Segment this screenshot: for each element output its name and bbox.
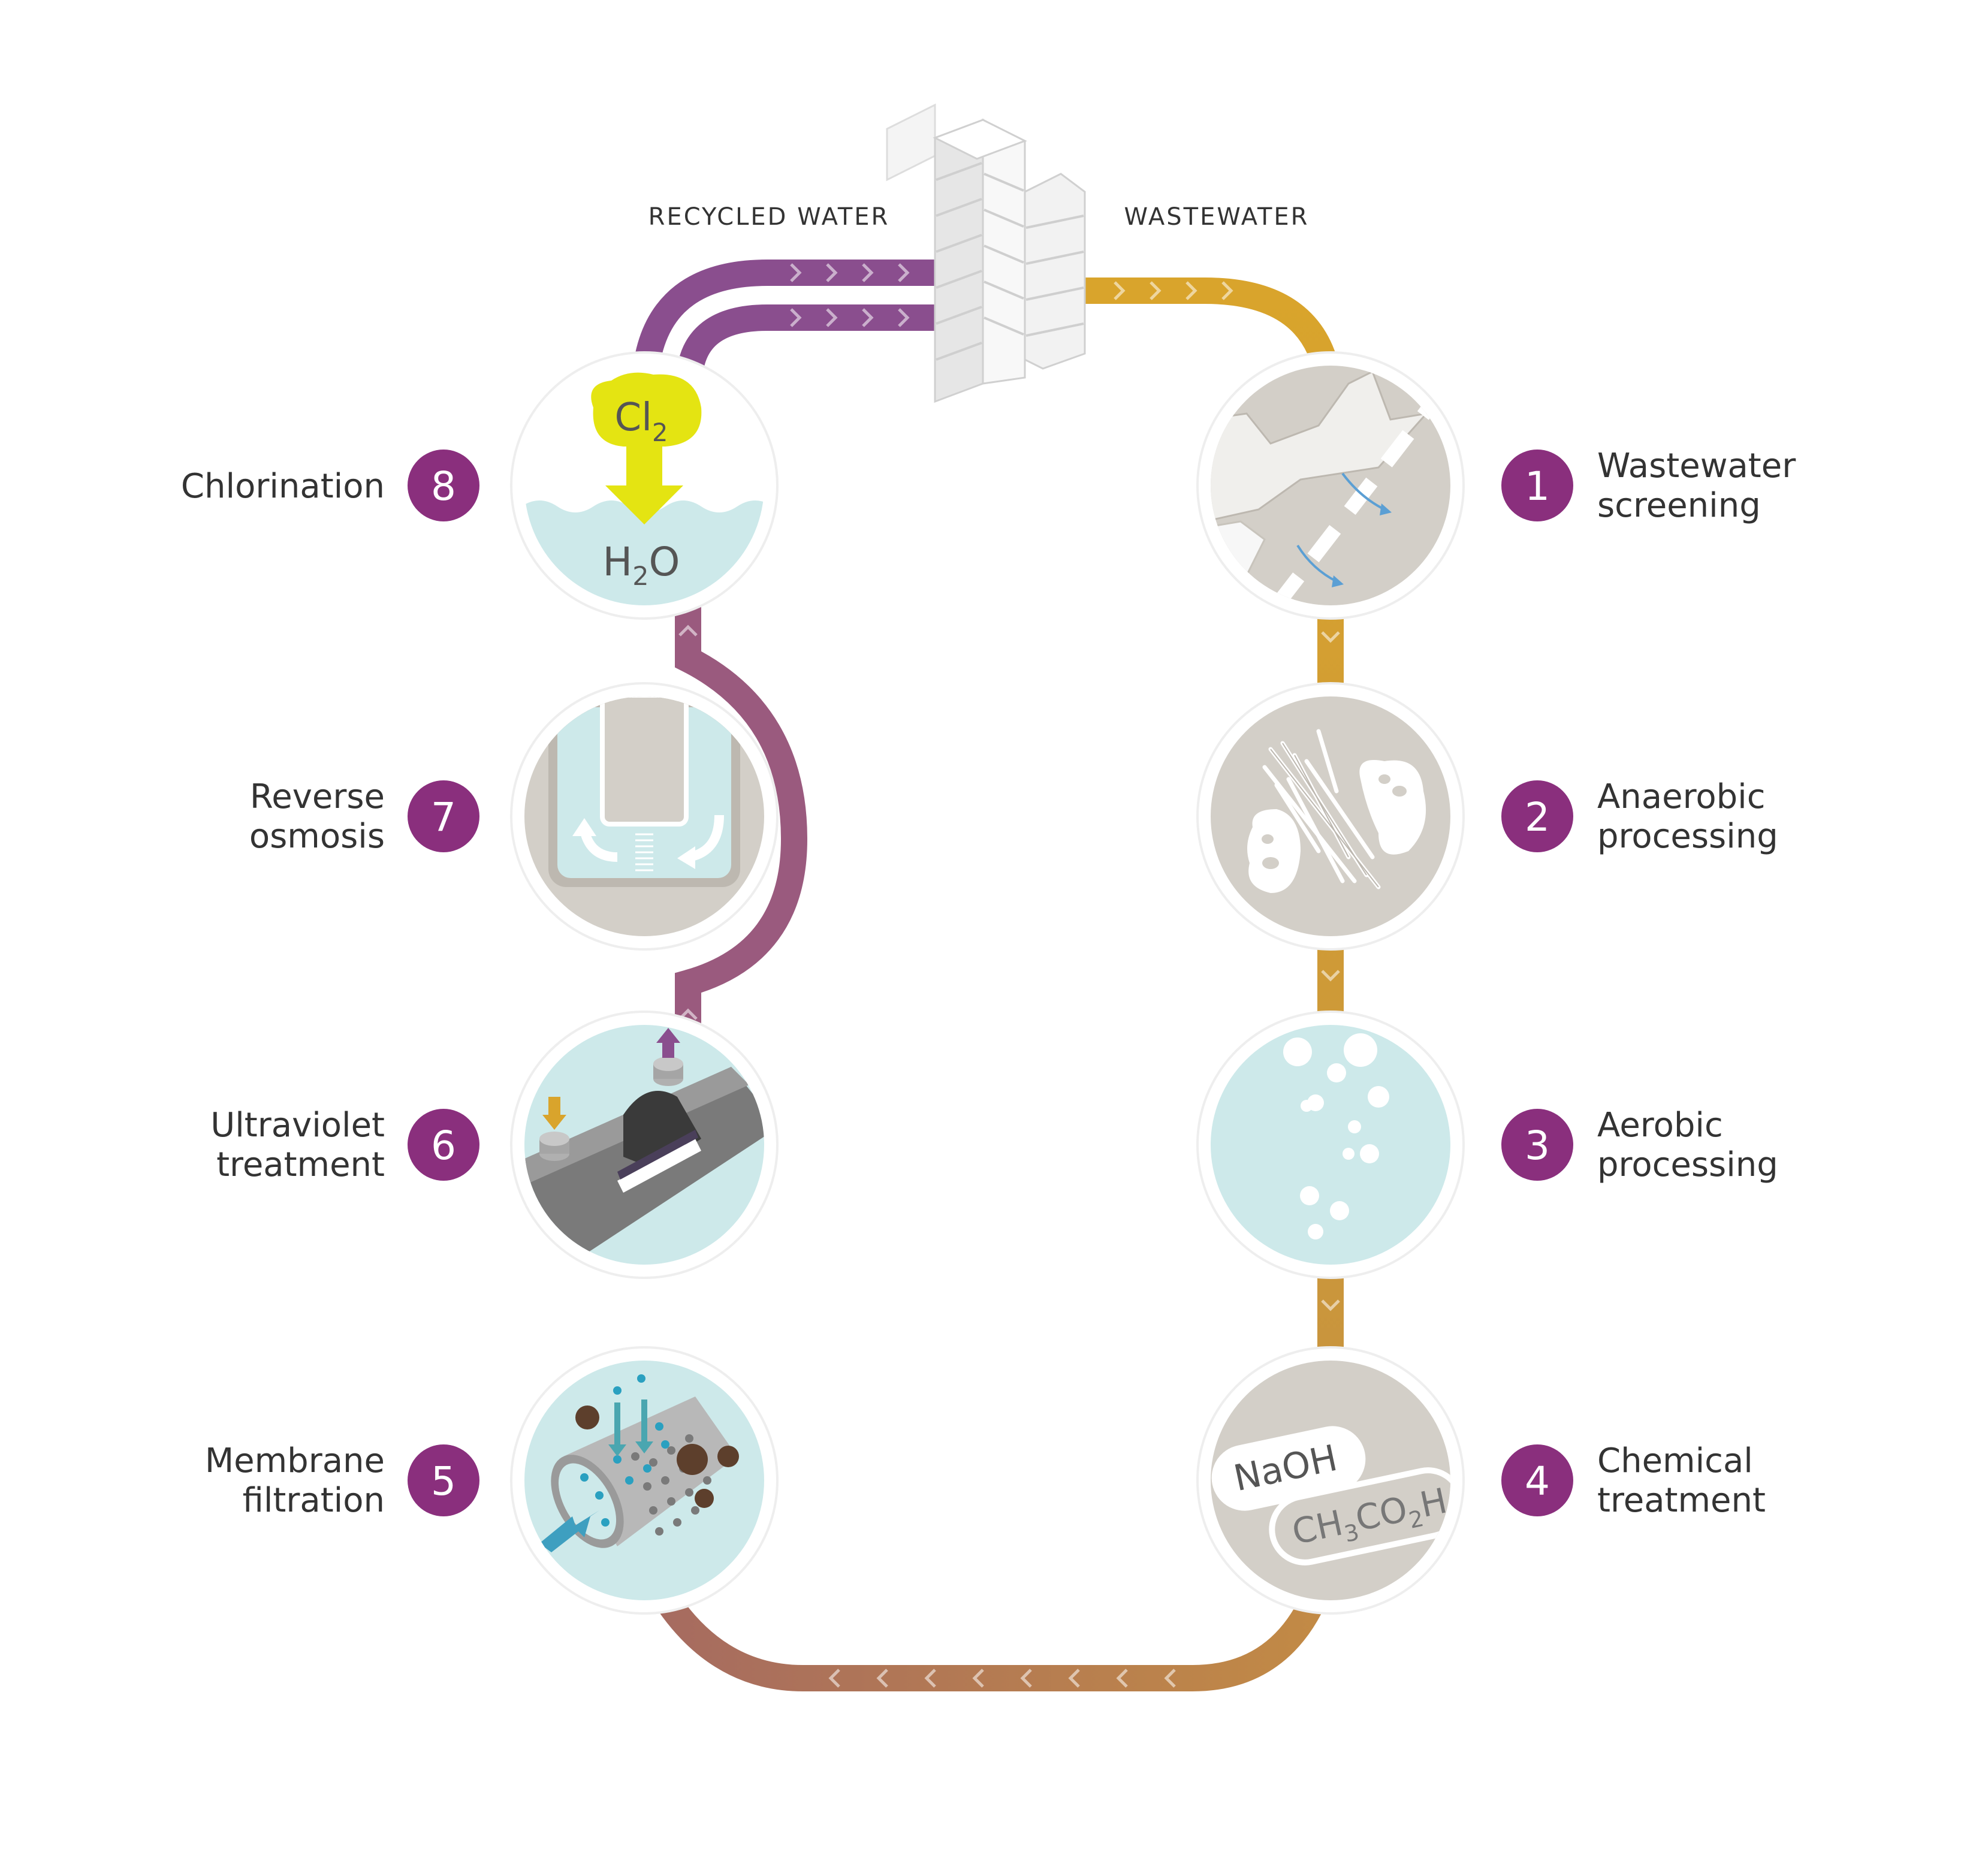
svg-text:6: 6	[431, 1123, 456, 1169]
wastewater-label: WASTEWATER	[1124, 203, 1310, 231]
step-labels-left: Chlorination Reverse osmosis Ultraviolet…	[181, 467, 385, 1520]
step-6-label-line1: Ultraviolet	[210, 1106, 385, 1145]
step-7-reverse-osmosis	[510, 682, 779, 951]
badge-4: 4	[1501, 1444, 1573, 1516]
anaerobic-illustration	[1211, 696, 1450, 936]
badge-2: 2	[1501, 780, 1573, 852]
city-building-icon	[886, 103, 1086, 403]
step-6-ultraviolet	[510, 1011, 779, 1279]
step-5-label-line2: filtration	[243, 1481, 385, 1520]
water-formula: H2O	[603, 539, 680, 592]
svg-text:8: 8	[431, 463, 456, 509]
step-3-label-line2: processing	[1597, 1145, 1778, 1184]
step-badges: 8 7 6 5 1 2 3 4	[408, 450, 1573, 1516]
badge-5: 5	[408, 1444, 479, 1516]
chlorine-formula: Cl2	[615, 396, 668, 447]
membrane-illustration	[524, 1361, 764, 1600]
step-6-label-line2: treatment	[216, 1145, 385, 1184]
step-labels-right: Wastewater screening Anaerobic processin…	[1597, 447, 1796, 1520]
step-7-label-line2: osmosis	[249, 817, 385, 856]
bottom-pipe	[648, 1581, 1331, 1691]
svg-text:1: 1	[1525, 463, 1550, 509]
step-1-wastewater-screening	[1196, 351, 1465, 620]
step-3-aerobic	[1196, 1011, 1465, 1279]
step-2-label-line1: Anaerobic	[1597, 777, 1766, 816]
step-4-label-line2: treatment	[1597, 1481, 1766, 1520]
recycled-pipe-inner	[676, 304, 935, 384]
svg-text:3: 3	[1525, 1123, 1550, 1169]
svg-text:2: 2	[1525, 794, 1550, 840]
svg-text:4: 4	[1525, 1458, 1550, 1504]
chemical-illustration	[1211, 1361, 1450, 1600]
step-2-label-line2: processing	[1597, 817, 1778, 856]
step-5-label-line1: Membrane	[205, 1441, 385, 1480]
badge-7: 7	[408, 780, 479, 852]
chlorination-illustration	[524, 366, 764, 605]
step-3-label-line1: Aerobic	[1597, 1106, 1723, 1145]
aerobic-illustration	[1211, 1025, 1450, 1265]
svg-text:5: 5	[431, 1458, 456, 1504]
badge-1: 1	[1501, 450, 1573, 521]
step-1-label-line2: screening	[1597, 486, 1761, 525]
step-8-label: Chlorination	[181, 467, 385, 506]
bypass-pipe	[675, 605, 808, 1049]
badge-6: 6	[408, 1109, 479, 1181]
ultraviolet-illustration	[524, 1025, 764, 1265]
step-4-label-line1: Chemical	[1597, 1441, 1753, 1480]
svg-text:7: 7	[431, 794, 456, 840]
badge-8: 8	[408, 450, 479, 521]
flow-chevrons	[635, 263, 1340, 1688]
step-4-chemical: NaOH CH3CO2H	[1196, 1346, 1465, 1615]
step-5-membrane-filtration	[510, 1346, 779, 1615]
badge-3: 3	[1501, 1109, 1573, 1181]
recycled-water-label: RECYCLED WATER	[648, 203, 890, 231]
step-7-label-line1: Reverse	[250, 777, 385, 816]
reverse-osmosis-illustration	[524, 696, 764, 936]
step-2-anaerobic	[1196, 682, 1465, 951]
step-8-chlorination: Cl2 H2O	[510, 351, 779, 620]
step-1-label-line1: Wastewater	[1597, 447, 1796, 485]
screening-illustration	[1211, 366, 1450, 605]
